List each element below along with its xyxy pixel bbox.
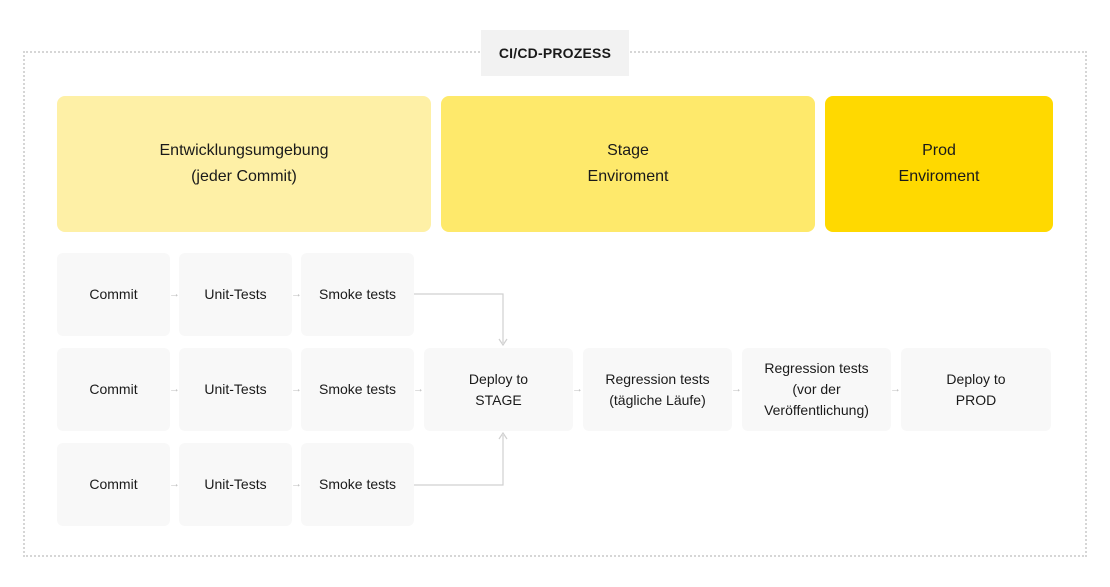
regression-daily-line-1: Regression tests — [605, 370, 710, 387]
row-3-smoke-tests-label: Smoke tests — [318, 476, 397, 492]
arrow-right-icon: → — [169, 383, 180, 395]
row-1-commit: Commit — [57, 253, 170, 336]
row-1-unit-tests: Unit-Tests — [179, 253, 292, 336]
env-development-note: (jeder Commit) — [191, 168, 297, 185]
row-3-commit-label: Commit — [89, 476, 138, 492]
arrow-right-icon: → — [169, 288, 180, 300]
arrow-right-icon: → — [291, 478, 302, 490]
env-development: Entwicklungsumgebung (jeder Commit) — [57, 96, 431, 232]
row-3-unit-tests: Unit-Tests — [179, 443, 292, 526]
arrow-right-icon: → — [413, 383, 424, 395]
regression-release-line-3: Veröffentlichung) — [764, 402, 869, 418]
env-stage: Stage Enviroment — [441, 96, 815, 232]
env-prod-name: Prod — [922, 142, 956, 159]
deploy-to-prod: Deploy to PROD — [901, 348, 1051, 431]
arrow-right-icon: → — [731, 383, 742, 395]
arrow-right-icon: → — [890, 383, 901, 395]
arrow-right-icon: → — [291, 383, 302, 395]
row-3-unit-tests-label: Unit-Tests — [204, 476, 267, 492]
deploy-to-stage-line-2: STAGE — [475, 391, 522, 408]
regression-daily-line-2: (tägliche Läufe) — [609, 391, 706, 408]
row-3-smoke-tests: Smoke tests — [301, 443, 414, 526]
row-1-smoke-tests: Smoke tests — [301, 253, 414, 336]
env-prod: Prod Enviroment — [825, 96, 1053, 232]
row-1-smoke-tests-label: Smoke tests — [318, 286, 397, 302]
row-2-unit-tests-label: Unit-Tests — [204, 381, 267, 397]
deploy-to-stage: Deploy to STAGE — [424, 348, 573, 431]
regression-release-line-1: Regression tests — [764, 360, 869, 376]
env-development-name: Entwicklungsumgebung — [159, 142, 329, 159]
regression-release-line-2: (vor der — [792, 381, 841, 397]
env-stage-note: Enviroment — [587, 168, 669, 185]
row-2-unit-tests: Unit-Tests — [179, 348, 292, 431]
arrow-right-icon: → — [572, 383, 583, 395]
row-2-commit-label: Commit — [89, 381, 138, 397]
row-3-commit: Commit — [57, 443, 170, 526]
deploy-to-prod-line-1: Deploy to — [946, 370, 1006, 387]
arrow-right-icon: → — [291, 288, 302, 300]
env-stage-name: Stage — [607, 142, 649, 159]
arrow-right-icon: → — [169, 478, 180, 490]
row-1-commit-label: Commit — [89, 286, 138, 302]
deploy-to-stage-line-1: Deploy to — [468, 370, 529, 387]
regression-tests-release: Regression tests (vor der Veröffentlichu… — [742, 348, 891, 431]
row-2-commit: Commit — [57, 348, 170, 431]
deploy-to-prod-line-2: PROD — [955, 391, 997, 408]
env-prod-note: Enviroment — [898, 168, 980, 185]
row-2-smoke-tests-label: Smoke tests — [318, 381, 397, 397]
row-2-smoke-tests: Smoke tests — [301, 348, 414, 431]
row-1-unit-tests-label: Unit-Tests — [204, 286, 267, 302]
diagram-title: CI/CD-PROZESS — [481, 30, 629, 76]
regression-tests-daily: Regression tests (tägliche Läufe) — [583, 348, 732, 431]
